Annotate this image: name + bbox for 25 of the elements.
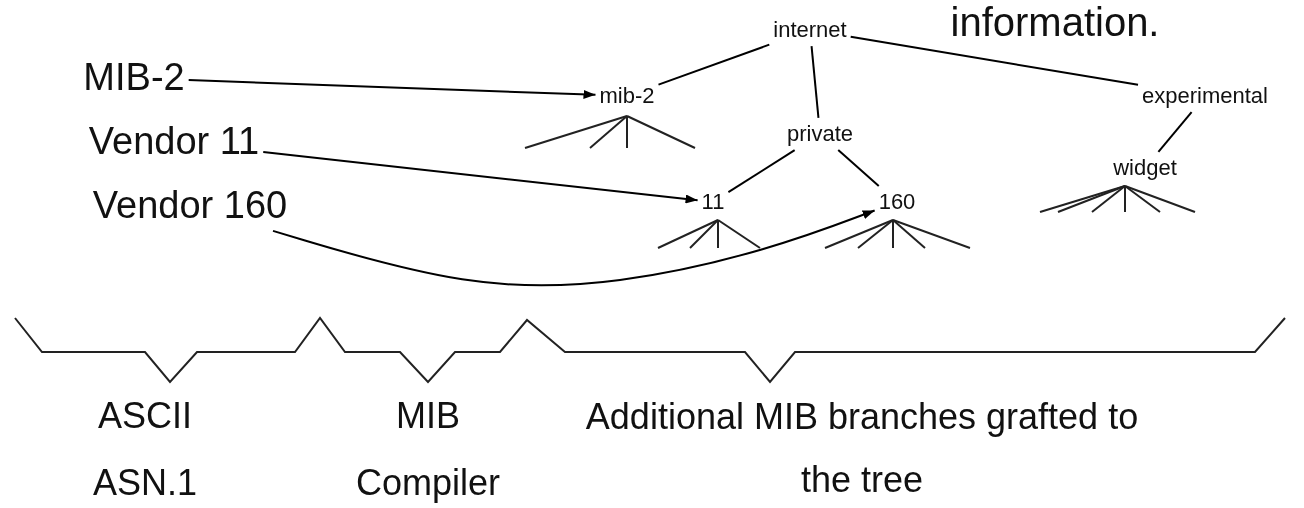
tree-branch-line (810, 45, 820, 119)
tree-node-label: 11 (701, 189, 725, 215)
bracket-label: ASCII (97, 393, 193, 438)
tree-node-label: private (787, 121, 853, 147)
tree-node-label: mib-2 (599, 83, 655, 109)
source-label: Vendor 11 (88, 121, 260, 163)
tree-node-label: widget (1113, 155, 1177, 181)
arrow (272, 209, 876, 287)
source-label: MIB-2 (83, 57, 185, 99)
arrow (262, 150, 699, 204)
tree-branch-line (727, 149, 796, 194)
tree-branch-line (849, 35, 1139, 86)
tree-node-label: experimental (1142, 83, 1268, 109)
tree-node-label: 160 (878, 189, 916, 215)
tree-node-label: internet (773, 17, 847, 43)
tree-branch-line (1157, 111, 1193, 153)
bracket-label: Additional MIB branches grafted to the tree (584, 395, 1140, 502)
bracket-label: Compiler (354, 460, 501, 505)
tree-branch-line (657, 43, 771, 86)
bracket-label: MIB (395, 393, 461, 438)
note-text: information. (949, 0, 1161, 46)
bracket-label: ASN.1 (91, 460, 198, 505)
arrow (187, 79, 597, 99)
source-label: Vendor 160 (92, 185, 288, 227)
tree-branch-line (837, 149, 880, 187)
